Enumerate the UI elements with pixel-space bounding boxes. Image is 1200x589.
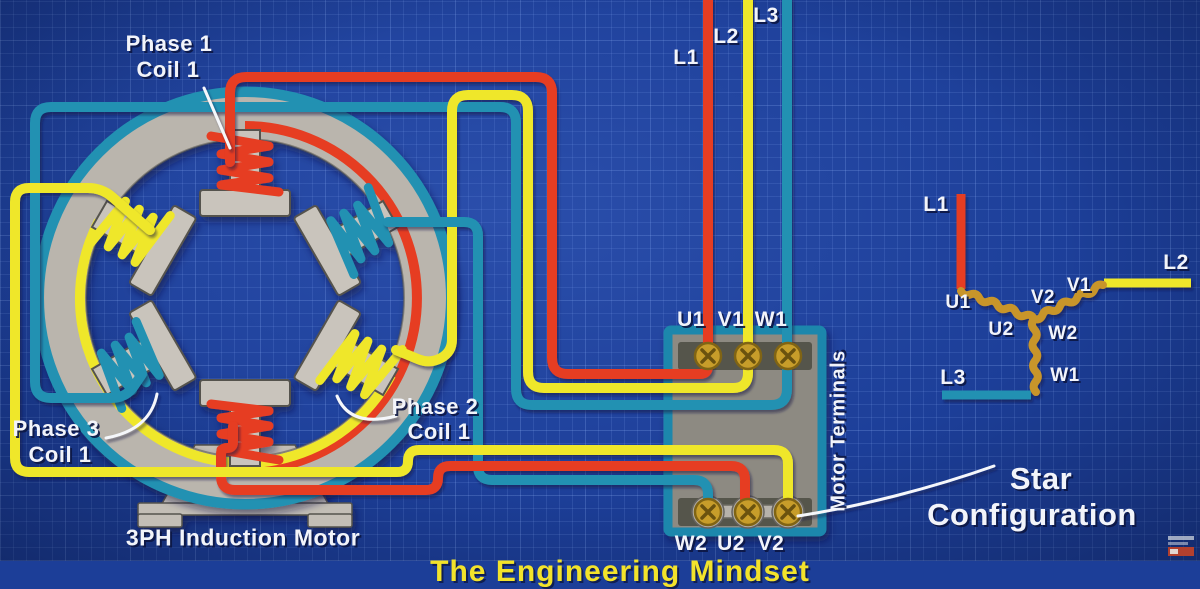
wire-red-u2-return [216,421,750,519]
phase2-pointer [335,394,398,421]
motor-pole-60-phase3 [293,183,400,296]
star-winding-v [1030,280,1107,324]
watermark-text-line [1168,536,1194,540]
terminal-screw-v2 [773,497,803,527]
watermark-logo-mark [1170,549,1178,554]
screw-slot-icon [700,348,716,364]
stator-ring [44,97,446,499]
terminal-screw-u1 [693,341,723,371]
phase1-pointer [202,86,232,150]
star-winding-u [957,287,1038,323]
screw-slot-icon [780,504,796,520]
screw-slot-icon [740,348,756,364]
terminal-screw-w1 [773,341,803,371]
watermark-logo [1168,547,1194,556]
screw-slot-icon [740,504,756,520]
motor-pole-240-phase3 [90,300,197,413]
wiring-layer [10,0,793,519]
terminal-screws [693,341,803,527]
wiring-diagram-canvas [10,0,1194,556]
phase1-coil [206,131,284,197]
screw-slot-icon [700,504,716,520]
motor-foot-2 [307,513,353,528]
terminal-screw-u2 [733,497,763,527]
wire-teal-w2-return [383,217,713,519]
wire-yellow-v2-return [10,183,793,519]
star-pointer [796,464,996,518]
star-winding-w [1027,315,1042,396]
star-configuration-diagram [942,194,1191,400]
motor-foot-1 [137,513,183,528]
wire-red-u1-feed [225,72,713,379]
motor-red-inner-arc [244,121,422,475]
wire-teal-w1-feed [30,102,792,410]
screw-slot-icon [780,348,796,364]
phase2-coil [315,329,407,400]
watermark-text-line [1168,542,1188,545]
wire-yellow-v1-feed [391,90,753,393]
phase3-coil [96,317,164,413]
terminal-screw-w2 [693,497,723,527]
induction-motor [33,86,457,510]
annotation-pointers [104,86,996,518]
phase3-pointer [104,392,159,440]
motor-yellow-inner-arc [75,218,396,469]
phase3-coil [326,183,394,279]
terminal-screw-v1 [733,341,763,371]
channel-watermark [1168,536,1194,556]
motor-pole-120-phase2 [293,300,407,400]
